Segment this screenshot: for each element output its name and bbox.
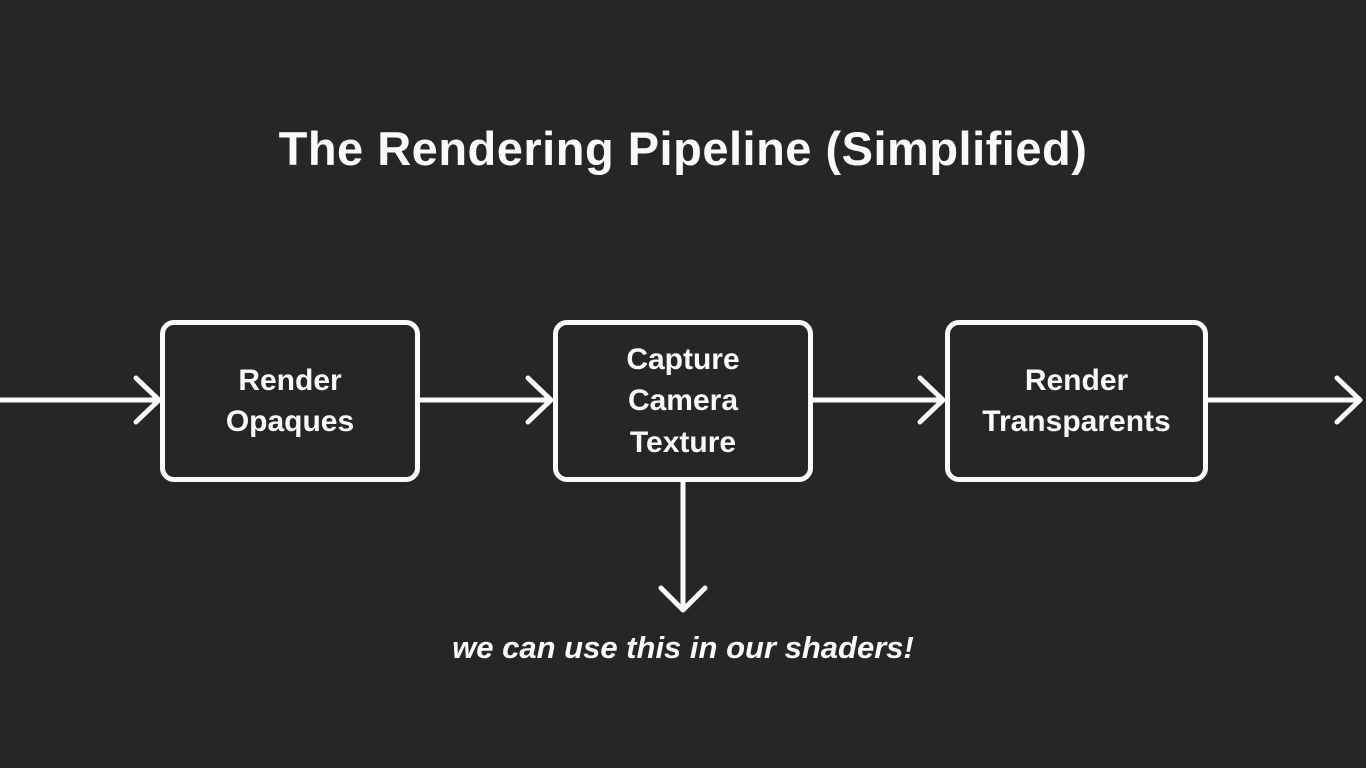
arrow-capture-to-transparents xyxy=(810,375,946,425)
node-render-transparents: Render Transparents xyxy=(945,320,1208,482)
caption: we can use this in our shaders! xyxy=(452,630,914,665)
arrow-capture-to-caption xyxy=(658,479,708,613)
node-render-opaques: Render Opaques xyxy=(160,320,420,482)
arrow-out-of-render-transparents xyxy=(1205,375,1363,425)
node-capture-camera-texture-label: Capture Camera Texture xyxy=(626,342,740,459)
node-capture-camera-texture: Capture Camera Texture xyxy=(553,320,813,482)
node-render-opaques-label: Render Opaques xyxy=(225,363,355,438)
node-render-transparents-label: Render Transparents xyxy=(982,363,1171,438)
slide-title: The Rendering Pipeline (Simplified) xyxy=(278,122,1088,175)
arrow-opaques-to-capture xyxy=(417,375,554,425)
arrow-into-render-opaques xyxy=(0,375,162,425)
